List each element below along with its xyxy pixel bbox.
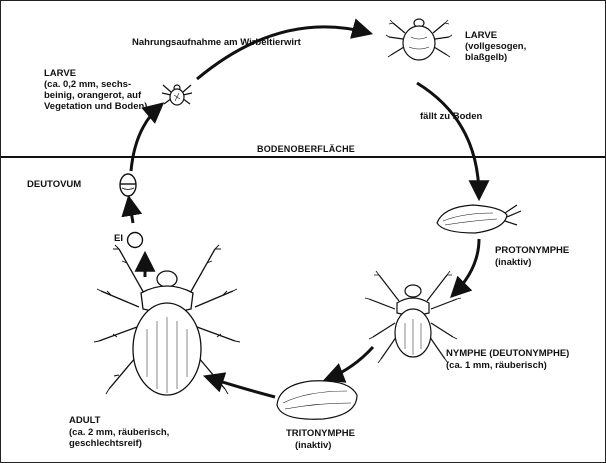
larva-fed-title: LARVE [465,30,497,41]
tritonymph-illustration [277,381,357,419]
drop-label: fällt zu Boden [420,111,482,122]
feeding-label: Nahrungsaufnahme am Wirbeltierwirt [132,37,301,48]
ground-surface-label: BODENOBERFLÄCHE [257,144,355,155]
nymph-title: NYMPHE (DEUTONYMPHE) [446,348,569,359]
larva-start-title: LARVE [44,68,76,79]
protonymph-desc: (inaktiv) [495,257,531,268]
egg-illustration [128,233,143,248]
larva-start-desc: (ca. 0,2 mm, sechs- beinig, orangerot, a… [44,79,147,112]
adult-title: ADULT [69,415,100,426]
deutovum-title: DEUTOVUM [27,179,81,190]
protonymph-illustration [437,205,521,233]
tritonymph-title: TRITONYMPHE [286,428,355,439]
larva-small-illustration [162,85,192,105]
deutovum-illustration [120,174,136,196]
larva-engorged-illustration [386,19,452,60]
tritonymph-desc: (inaktiv) [295,440,331,451]
adult-illustration [94,245,240,395]
nymph-desc: (ca. 1 mm, räuberisch) [446,360,547,371]
adult-desc: (ca. 2 mm, räuberisch, geschlechtsreif) [69,427,169,449]
larva-fed-desc: (vollgesogen, blaßgelb) [465,41,526,63]
protonymph-title: PROTONYMPHE [495,245,569,256]
egg-title: EI [114,233,123,244]
